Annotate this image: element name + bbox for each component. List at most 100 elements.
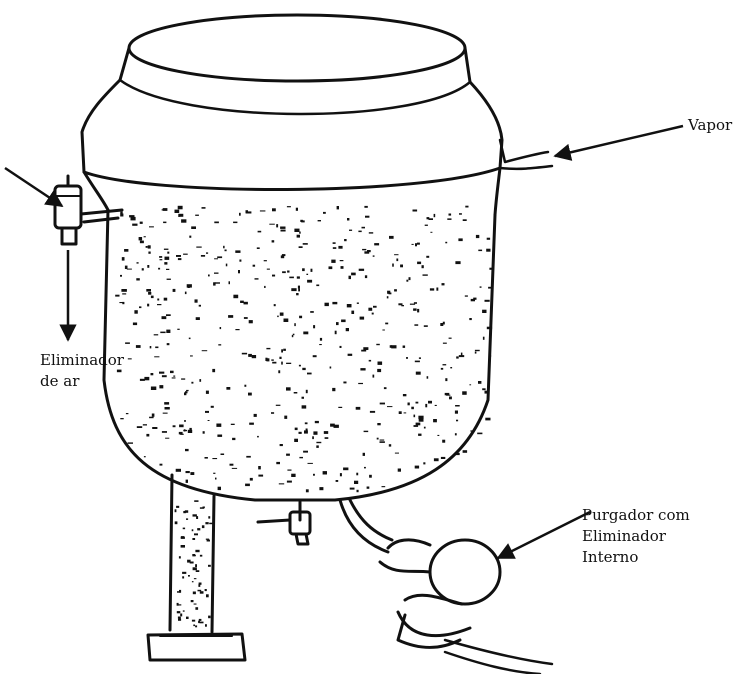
speckle bbox=[294, 439, 298, 442]
speckle bbox=[318, 220, 321, 221]
speckle bbox=[265, 358, 267, 361]
speckle bbox=[140, 241, 144, 244]
speckle bbox=[416, 372, 421, 375]
speckle bbox=[185, 510, 188, 513]
speckle bbox=[304, 430, 308, 433]
speckle bbox=[186, 471, 190, 473]
speckle bbox=[176, 469, 181, 472]
speckle bbox=[173, 425, 176, 427]
speckle bbox=[350, 488, 355, 490]
speckle bbox=[459, 213, 462, 215]
speckle bbox=[258, 231, 262, 233]
speckle bbox=[455, 405, 460, 407]
speckle bbox=[430, 232, 432, 233]
speckle bbox=[294, 229, 299, 232]
speckle bbox=[148, 292, 151, 295]
speckle bbox=[373, 375, 375, 378]
speckle bbox=[325, 437, 329, 439]
speckle bbox=[316, 285, 319, 287]
speckle bbox=[306, 390, 308, 393]
speckle bbox=[463, 450, 468, 453]
speckle bbox=[362, 249, 366, 250]
label-purgador-line-1: Purgador com bbox=[582, 505, 690, 526]
speckle bbox=[475, 352, 477, 354]
speckle bbox=[152, 414, 155, 417]
speckle bbox=[271, 359, 274, 360]
speckle bbox=[232, 468, 237, 469]
speckle bbox=[208, 616, 210, 619]
speckle bbox=[271, 412, 274, 414]
speckle bbox=[244, 385, 246, 387]
speckle bbox=[360, 368, 365, 370]
speckle bbox=[136, 345, 141, 348]
speckle bbox=[465, 206, 468, 208]
speckle bbox=[192, 538, 195, 540]
speckle bbox=[143, 424, 147, 425]
speckle bbox=[233, 295, 238, 299]
speckle bbox=[298, 289, 300, 292]
speckle bbox=[415, 243, 417, 246]
speckle bbox=[358, 383, 363, 384]
speckle bbox=[356, 407, 361, 410]
speckle bbox=[488, 287, 493, 289]
speckle bbox=[260, 210, 266, 211]
speckle bbox=[164, 402, 169, 405]
speckle bbox=[160, 464, 163, 466]
speckle bbox=[190, 562, 194, 564]
speckle bbox=[458, 238, 462, 241]
speckle bbox=[272, 362, 276, 364]
speckle bbox=[246, 211, 251, 213]
speckle bbox=[441, 368, 443, 370]
speckle bbox=[217, 256, 222, 258]
speckle bbox=[394, 289, 397, 291]
speckle bbox=[157, 304, 161, 305]
speckle bbox=[287, 206, 291, 207]
speckle bbox=[338, 407, 342, 408]
speckle bbox=[357, 303, 359, 304]
speckle bbox=[205, 457, 208, 459]
speckle bbox=[429, 218, 434, 220]
speckle bbox=[319, 487, 323, 490]
speckle bbox=[340, 260, 344, 261]
speckle bbox=[189, 428, 191, 431]
speckle bbox=[181, 378, 185, 379]
label-eliminador-line-1: Eliminador bbox=[40, 350, 124, 371]
speckle bbox=[220, 327, 222, 329]
speckle bbox=[182, 572, 186, 574]
speckle bbox=[416, 423, 421, 426]
speckle bbox=[164, 262, 167, 265]
speckle bbox=[176, 506, 179, 508]
speckle bbox=[253, 265, 256, 267]
speckle bbox=[335, 331, 337, 335]
speckle bbox=[410, 304, 415, 305]
speckle bbox=[399, 411, 402, 414]
speckle bbox=[456, 453, 460, 455]
speckle bbox=[465, 295, 468, 296]
speckle bbox=[283, 349, 286, 351]
speckle bbox=[120, 214, 123, 217]
speckle bbox=[163, 413, 168, 414]
speckle bbox=[406, 280, 408, 282]
speckle bbox=[115, 295, 119, 297]
speckle bbox=[214, 273, 219, 274]
speckle bbox=[194, 500, 198, 502]
speckle bbox=[284, 416, 287, 419]
speckle bbox=[449, 397, 452, 400]
speckle bbox=[159, 385, 163, 388]
speckle bbox=[332, 388, 335, 391]
speckle bbox=[142, 268, 144, 270]
speckle bbox=[404, 412, 407, 413]
speckle bbox=[346, 328, 349, 331]
trap-arrow bbox=[498, 512, 590, 558]
speckle bbox=[486, 249, 490, 252]
speckle bbox=[182, 576, 184, 578]
speckle bbox=[364, 251, 369, 253]
speckle bbox=[311, 269, 313, 272]
speckle bbox=[213, 473, 215, 474]
speckle bbox=[267, 269, 270, 270]
speckle bbox=[154, 356, 159, 357]
speckle bbox=[316, 445, 319, 448]
kettle-lid bbox=[120, 15, 470, 82]
speckle bbox=[198, 584, 200, 587]
